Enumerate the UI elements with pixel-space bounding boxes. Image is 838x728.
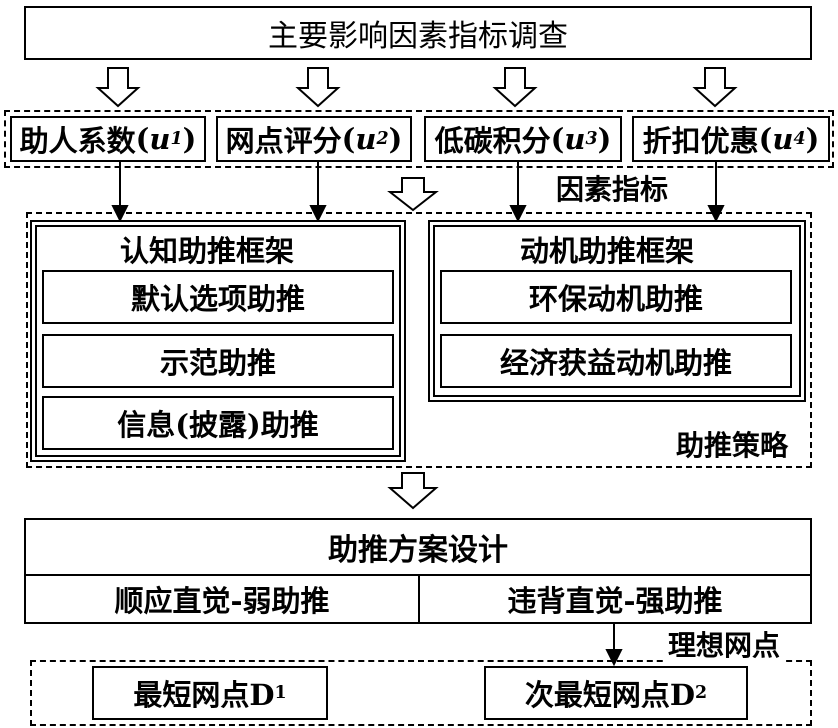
factor-label-3: 低碳积分 (434, 124, 551, 158)
factor-var-1: u (149, 122, 171, 156)
strategy-group-label: 助推策略 (672, 424, 793, 464)
factor-group-frame (4, 110, 834, 168)
hollow-arrow-factors-strategy (387, 177, 439, 212)
outlet-label-2: 次最短网点D (524, 678, 696, 712)
survey-title: 主要影响因素指标调查 (268, 19, 568, 54)
cognitive-item-2-label: 示范助推 (159, 346, 276, 380)
factor-label-1: 助人系数 (19, 124, 136, 158)
factor-sub-3: 3 (585, 129, 598, 149)
design-title-box: 助推方案设计 (24, 518, 812, 576)
strategy-group-frame (26, 212, 812, 468)
motivation-item-2: 经济获益动机助推 (440, 334, 792, 388)
survey-title-box: 主要影响因素指标调查 (24, 6, 812, 60)
design-option-strong-label: 违背直觉-强助推 (507, 584, 723, 618)
motivation-title: 动机助推框架 (520, 234, 695, 268)
cognitive-title: 认知助推框架 (120, 234, 295, 268)
outlet-sub-1: 1 (274, 683, 287, 703)
design-option-strong: 违背直觉-强助推 (418, 574, 812, 624)
hollow-arrow-4 (692, 67, 738, 108)
cognitive-item-3: 信息(披露)助推 (42, 396, 394, 450)
factor-sub-4: 4 (793, 129, 806, 149)
motivation-item-1-label: 环保动机助推 (528, 282, 703, 316)
factor-sub-1: 1 (170, 129, 183, 149)
cognitive-item-2: 示范助推 (42, 334, 394, 388)
design-option-weak: 顺应直觉-弱助推 (24, 574, 420, 624)
hollow-arrow-strategy-design (387, 472, 439, 510)
factor-group-label: 因素指标 (552, 168, 673, 208)
design-title: 助推方案设计 (328, 533, 508, 568)
factor-var-3: u (564, 122, 586, 156)
motivation-item-1: 环保动机助推 (440, 270, 792, 324)
factor-sub-2: 2 (376, 129, 389, 149)
hollow-arrow-1 (95, 67, 141, 108)
ideal-group-frame (30, 660, 812, 726)
factor-label-2: 网点评分 (225, 124, 342, 158)
cognitive-item-3-label: 信息(披露)助推 (117, 408, 319, 442)
motivation-item-2-label: 经济获益动机助推 (499, 346, 732, 380)
factor-var-4: u (772, 122, 794, 156)
ideal-group-label: 理想网点 (664, 624, 785, 664)
design-option-weak-label: 顺应直觉-弱助推 (114, 584, 330, 618)
cognitive-item-1-label: 默认选项助推 (130, 282, 305, 316)
cognitive-item-1: 默认选项助推 (42, 270, 394, 324)
hollow-arrow-3 (492, 67, 538, 108)
hollow-arrow-2 (295, 67, 341, 108)
factor-var-2: u (355, 122, 377, 156)
outlet-sub-2: 2 (695, 683, 708, 703)
outlet-label-1: 最短网点D (133, 678, 275, 712)
factor-label-4: 折扣优惠 (642, 124, 759, 158)
